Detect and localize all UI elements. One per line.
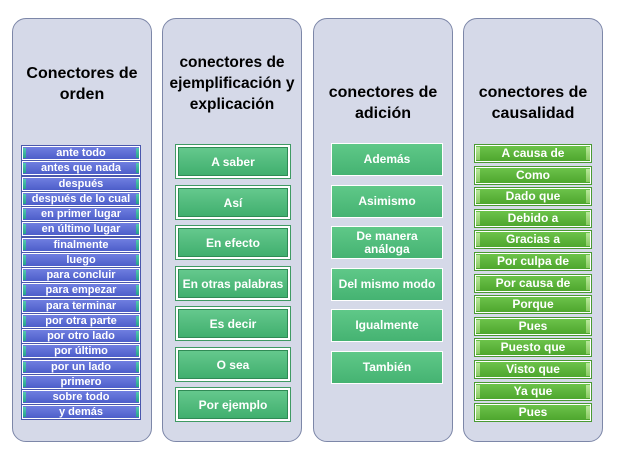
list-item: por último bbox=[22, 344, 140, 358]
list-item: en último lugar bbox=[22, 222, 140, 236]
title-line-2: orden bbox=[59, 86, 105, 103]
panel-title: conectores de ejemplificación y explicac… bbox=[163, 52, 301, 115]
connector-box: Igualmente bbox=[331, 309, 443, 342]
connector-box: Es decir bbox=[176, 307, 290, 340]
connector-box: En otras palabras bbox=[176, 267, 290, 300]
connector-box: Además bbox=[331, 143, 443, 176]
list-item: Dado que bbox=[475, 188, 591, 205]
list-item: luego bbox=[22, 253, 140, 267]
title-text: conectores de causalidad bbox=[478, 84, 588, 122]
panel-title: Conectores de orden bbox=[13, 63, 151, 105]
list-item: Visto que bbox=[475, 361, 591, 378]
list-item: Gracias a bbox=[475, 231, 591, 248]
connector-box: En efecto bbox=[176, 226, 290, 259]
connector-box: Así bbox=[176, 186, 290, 219]
connector-box: Asimismo bbox=[331, 185, 443, 218]
list-item: primero bbox=[22, 375, 140, 389]
list-item: Como bbox=[475, 167, 591, 184]
list-item: sobre todo bbox=[22, 390, 140, 404]
list-item: ante todo bbox=[22, 146, 140, 160]
list-item: Pues bbox=[475, 318, 591, 335]
connector-box: También bbox=[331, 351, 443, 384]
list-item: para concluir bbox=[22, 268, 140, 282]
list-item: Por causa de bbox=[475, 275, 591, 292]
list-item: Porque bbox=[475, 296, 591, 313]
title-line-1: Conectores de bbox=[26, 65, 138, 82]
connector-box: A saber bbox=[176, 145, 290, 178]
title-text: conectores de ejemplificación y explicac… bbox=[169, 54, 295, 113]
list-item: por otro lado bbox=[22, 329, 140, 343]
list-item: por un lado bbox=[22, 360, 140, 374]
connector-box: De manera análoga bbox=[331, 226, 443, 259]
list-item: antes que nada bbox=[22, 161, 140, 175]
list-item: por otra parte bbox=[22, 314, 140, 328]
connector-box: O sea bbox=[176, 348, 290, 381]
panel-causalidad: conectores de causalidad bbox=[463, 18, 603, 442]
list-item: A causa de bbox=[475, 145, 591, 162]
list-item: Ya que bbox=[475, 383, 591, 400]
list-item: para terminar bbox=[22, 299, 140, 313]
list-item: en primer lugar bbox=[22, 207, 140, 221]
list-item: después bbox=[22, 177, 140, 191]
list-item: y demás bbox=[22, 405, 140, 419]
list-item: Por culpa de bbox=[475, 253, 591, 270]
list-item: finalmente bbox=[22, 238, 140, 252]
connector-box: Por ejemplo bbox=[176, 388, 290, 421]
list-item: para empezar bbox=[22, 283, 140, 297]
list-item: después de lo cual bbox=[22, 192, 140, 206]
list-item: Pues bbox=[475, 404, 591, 421]
panel-title: conectores de causalidad bbox=[464, 82, 602, 124]
list-item: Puesto que bbox=[475, 339, 591, 356]
title-text: conectores de adición bbox=[328, 84, 438, 122]
connector-box: Del mismo modo bbox=[331, 268, 443, 301]
panel-title: conectores de adición bbox=[314, 82, 452, 124]
list-item: Debido a bbox=[475, 210, 591, 227]
